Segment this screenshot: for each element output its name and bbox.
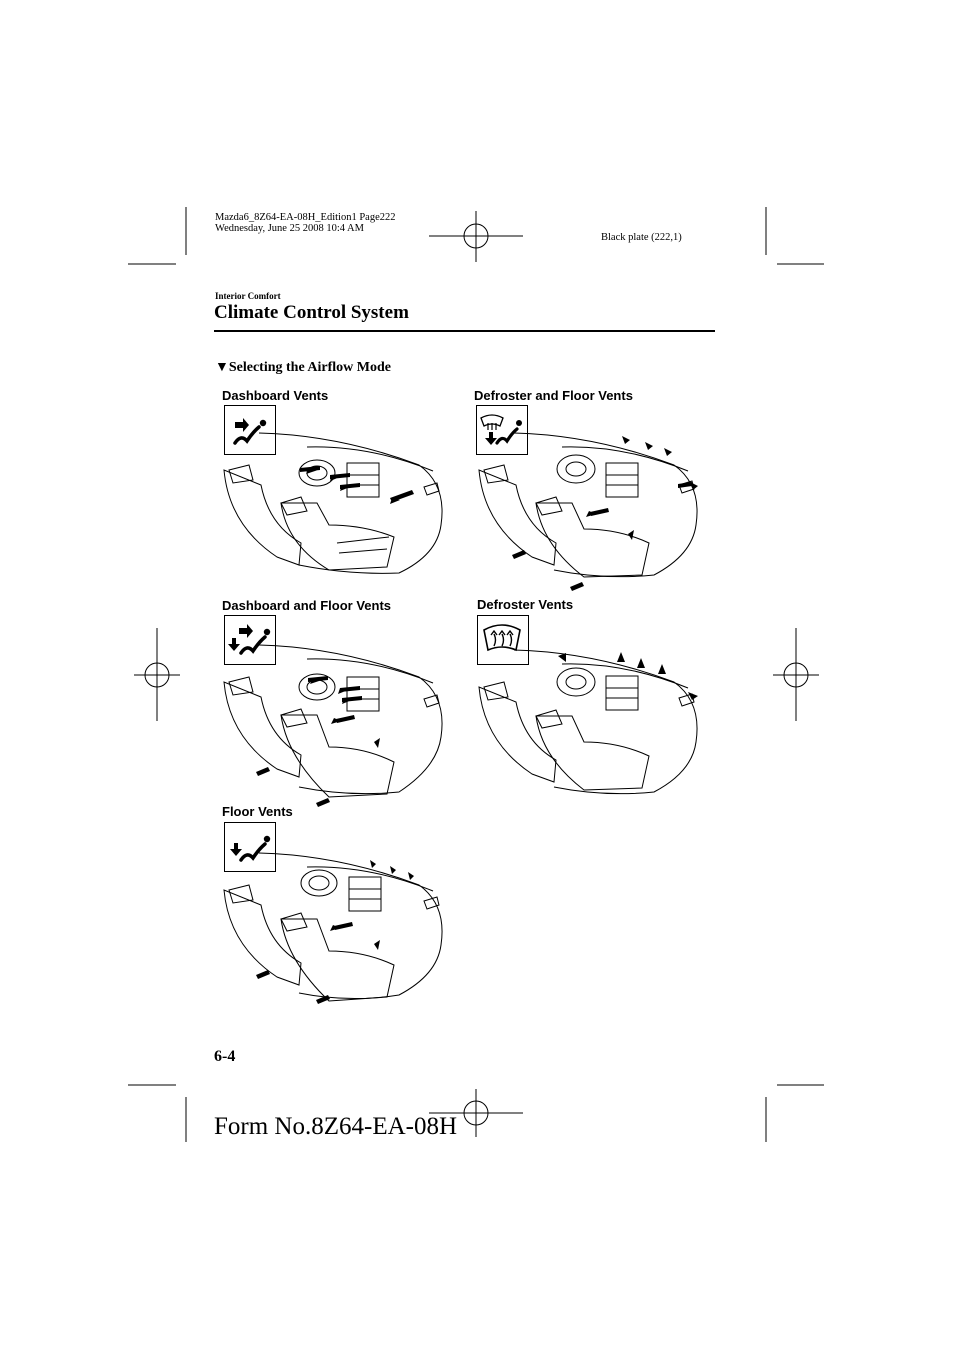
form-number: Form No.8Z64-EA-08H [214,1113,458,1140]
subsection-title: Selecting the Airflow Mode [228,360,391,375]
interior-illustration [223,852,443,1002]
triangle-marker-icon: ▼ [215,360,229,375]
page-title: Climate Control System [214,302,409,323]
page-number: 6-4 [214,1048,236,1065]
mode-caption: Floor Vents [222,804,293,819]
print-meta-line2: Wednesday, June 25 2008 10:4 AM [215,223,364,234]
registration-mark-bottom [429,1089,523,1137]
registration-mark-top [429,211,523,262]
registration-mark-left [134,628,180,721]
mode-caption: Dashboard and Floor Vents [222,598,392,613]
defroster-floor-vents-icon [476,405,528,455]
mode-caption: Defroster and Floor Vents [474,388,633,403]
mode-caption: Defroster Vents [477,597,574,612]
interior-illustration [478,649,698,795]
mode-caption: Dashboard Vents [222,388,329,403]
subsection-heading: ▼Selecting the Airflow Mode [215,360,391,376]
floor-vents-icon [224,822,276,872]
dashboard-floor-vents-icon [224,615,276,665]
title-rule [214,330,715,332]
plate-label: Black plate (222,1) [601,232,682,243]
registration-mark-right [773,628,819,721]
print-meta-line1: Mazda6_8Z64-EA-08H_Edition1 Page222 [215,212,396,223]
dashboard-vents-icon [224,405,276,455]
interior-illustration [478,432,698,578]
section-category: Interior Comfort [215,291,281,301]
